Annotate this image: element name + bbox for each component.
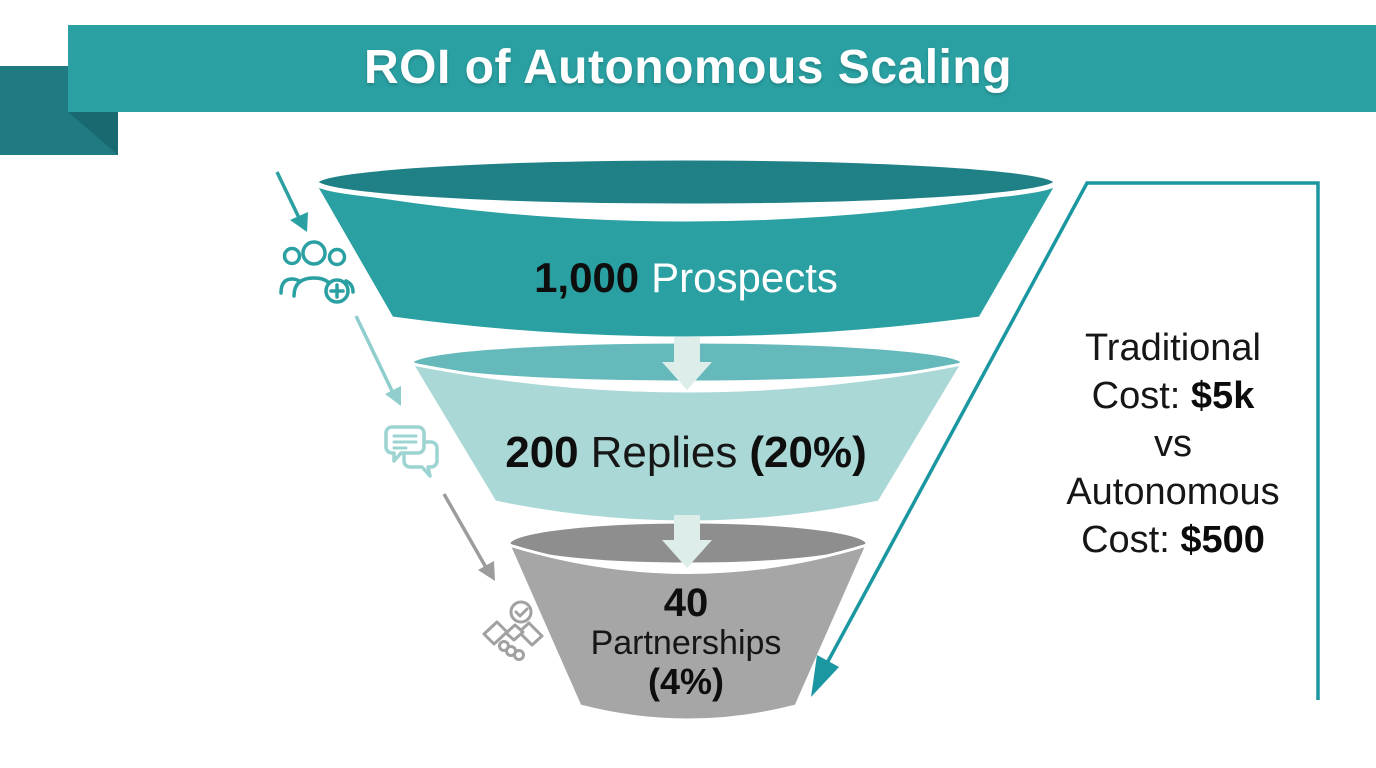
traditional-label: Traditional (1084, 327, 1261, 369)
stage-1-body (313, 183, 1059, 340)
stage-1-top-ellipse (313, 155, 1059, 209)
autonomous-cost-label: Cost: (1081, 519, 1170, 561)
stage-3-name: Partnerships (590, 624, 782, 662)
stage-3-value: 40 (663, 581, 709, 625)
add-prospects-icon (279, 240, 355, 304)
title-banner-ribbon (0, 25, 1376, 155)
autonomous-label: Autonomous (1066, 471, 1280, 513)
page-title: ROI of Autonomous Scaling (363, 41, 1013, 94)
connector-arrow-1-icon (275, 171, 308, 232)
flow-down-arrow-2-icon (662, 515, 712, 568)
connector-arrow-3-icon (442, 493, 495, 581)
roi-arrow-head-icon (811, 655, 839, 697)
flow-down-arrow-1-icon (662, 337, 712, 390)
autonomous-cost-value: $500 (1180, 519, 1265, 561)
stage-3-percent: (4%) (647, 661, 724, 702)
connector-arrow-2-icon (354, 315, 401, 406)
cost-comparison-panel: Traditional Cost: $5k vs Autonomous Cost… (1023, 324, 1323, 564)
stage-2-name: Replies (590, 428, 738, 477)
ribbon-fold (68, 112, 118, 155)
chat-replies-icon (384, 425, 439, 478)
stage-2-percent: (20%) (749, 428, 867, 477)
stage-2-value: 200 (505, 428, 579, 477)
stage-3-body (506, 542, 870, 722)
traditional-cost-label: Cost: (1091, 375, 1181, 417)
stage-1-value: 1,000 (534, 254, 640, 301)
funnel-stage-3-label: 40 Partnerships (4%) (536, 582, 836, 702)
versus-label: vs (1154, 423, 1192, 465)
roi-arrow-outline (824, 181, 1320, 700)
stage-2-body (408, 361, 966, 524)
handshake-partnerships-icon (482, 600, 544, 661)
stage-1-name: Prospects (651, 254, 838, 301)
autonomous-cost-line: Cost: $500 (1023, 516, 1323, 564)
banner-bar (68, 25, 1376, 112)
funnel-stage-1-shape (313, 155, 1059, 340)
roi-drop-arrow (811, 181, 1320, 700)
traditional-cost-line: Cost: $5k (1023, 372, 1323, 420)
traditional-cost-value: $5k (1190, 375, 1255, 417)
